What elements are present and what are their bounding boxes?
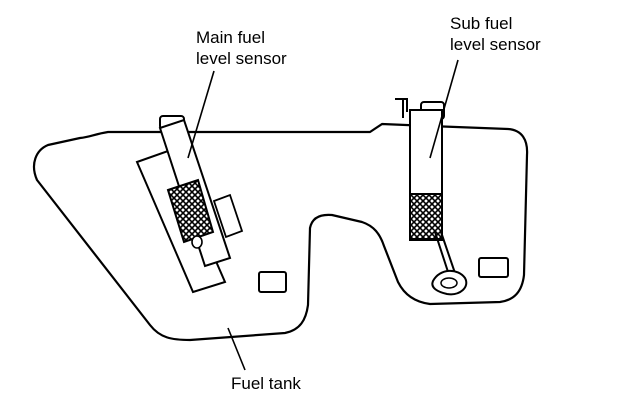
sub-sensor-leader-line [429, 59, 459, 159]
main-sensor-label-line-2: level sensor [196, 49, 287, 68]
sub-tank-fitting [478, 257, 509, 278]
fuel-tank-label: Fuel tank [231, 374, 301, 393]
sub-sensor-label-line-2: level sensor [450, 35, 541, 54]
sub-fuel-level-sensor [395, 98, 468, 296]
sub-sensor-label-line-1: Sub fuel [450, 14, 513, 33]
fuel-tank-outline [32, 122, 529, 342]
sub-fuel-level-sensor-label: Sub fuel level sensor [450, 13, 541, 55]
main-fuel-level-sensor [135, 118, 244, 294]
fuel-tank-leader-line [227, 327, 246, 371]
main-tank-fitting [258, 271, 287, 293]
main-sensor-label-line-1: Main fuel [196, 28, 265, 47]
main-fuel-level-sensor-label: Main fuel level sensor [196, 27, 287, 69]
main-sensor-leader-line [187, 70, 215, 159]
